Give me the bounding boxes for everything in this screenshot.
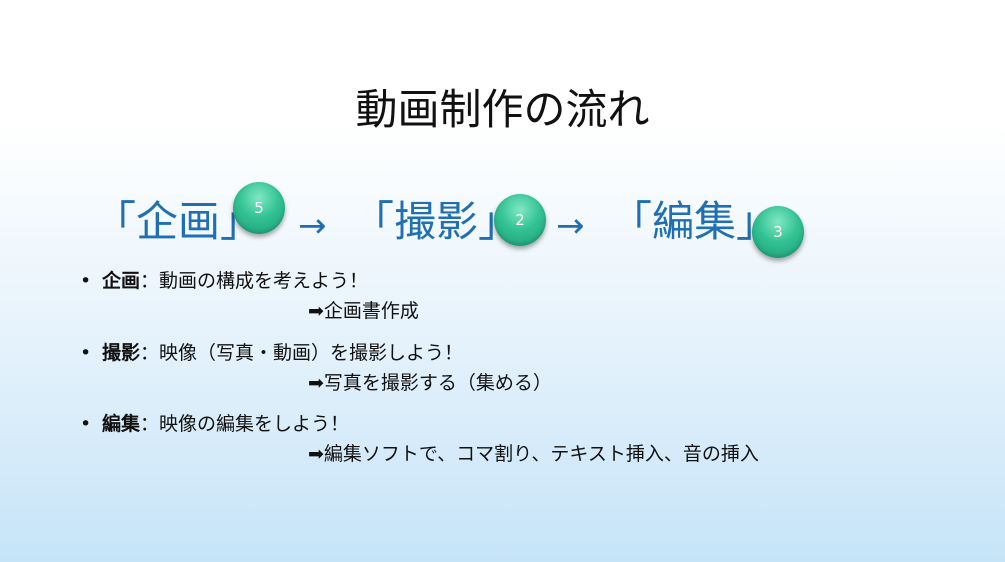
- step-badge-editing: 3: [752, 206, 804, 258]
- bullet-sub-shooting: ➡写真を撮影する（集める）: [308, 372, 552, 394]
- bullet-planning: • 企画：動画の構成を考えよう！: [80, 267, 368, 295]
- step-badge-planning: 5: [233, 182, 285, 234]
- bullet-sub-editing: ➡編集ソフトで、コマ割り、テキスト挿入、音の挿入: [308, 443, 759, 465]
- bullet-editing: • 編集：映像の編集をしよう！: [80, 410, 349, 438]
- flow-arrow-2: →: [556, 206, 585, 246]
- flow-step-editing: 「編集」: [610, 197, 779, 246]
- bullet-term: 撮影: [102, 342, 141, 364]
- bullet-marker: •: [80, 270, 92, 292]
- bullet-sub-planning: ➡企画書作成: [308, 300, 419, 322]
- bullet-text: ：映像の編集をしよう！: [140, 413, 350, 435]
- bullet-term: 企画: [102, 270, 141, 292]
- slide-title: 動画制作の流れ: [355, 85, 650, 134]
- bullet-shooting: • 撮影：映像（写真・動画）を撮影しよう！: [80, 339, 463, 367]
- bullet-text: ：映像（写真・動画）を撮影しよう！: [140, 342, 464, 364]
- flow-step-shooting: 「撮影」: [352, 197, 521, 246]
- bullet-text: ：動画の構成を考えよう！: [140, 270, 369, 292]
- step-badge-shooting: 2: [494, 194, 546, 246]
- bullet-marker: •: [80, 342, 92, 364]
- bullet-marker: •: [80, 413, 92, 435]
- bullet-term: 編集: [102, 413, 141, 435]
- flow-arrow-1: →: [298, 206, 327, 246]
